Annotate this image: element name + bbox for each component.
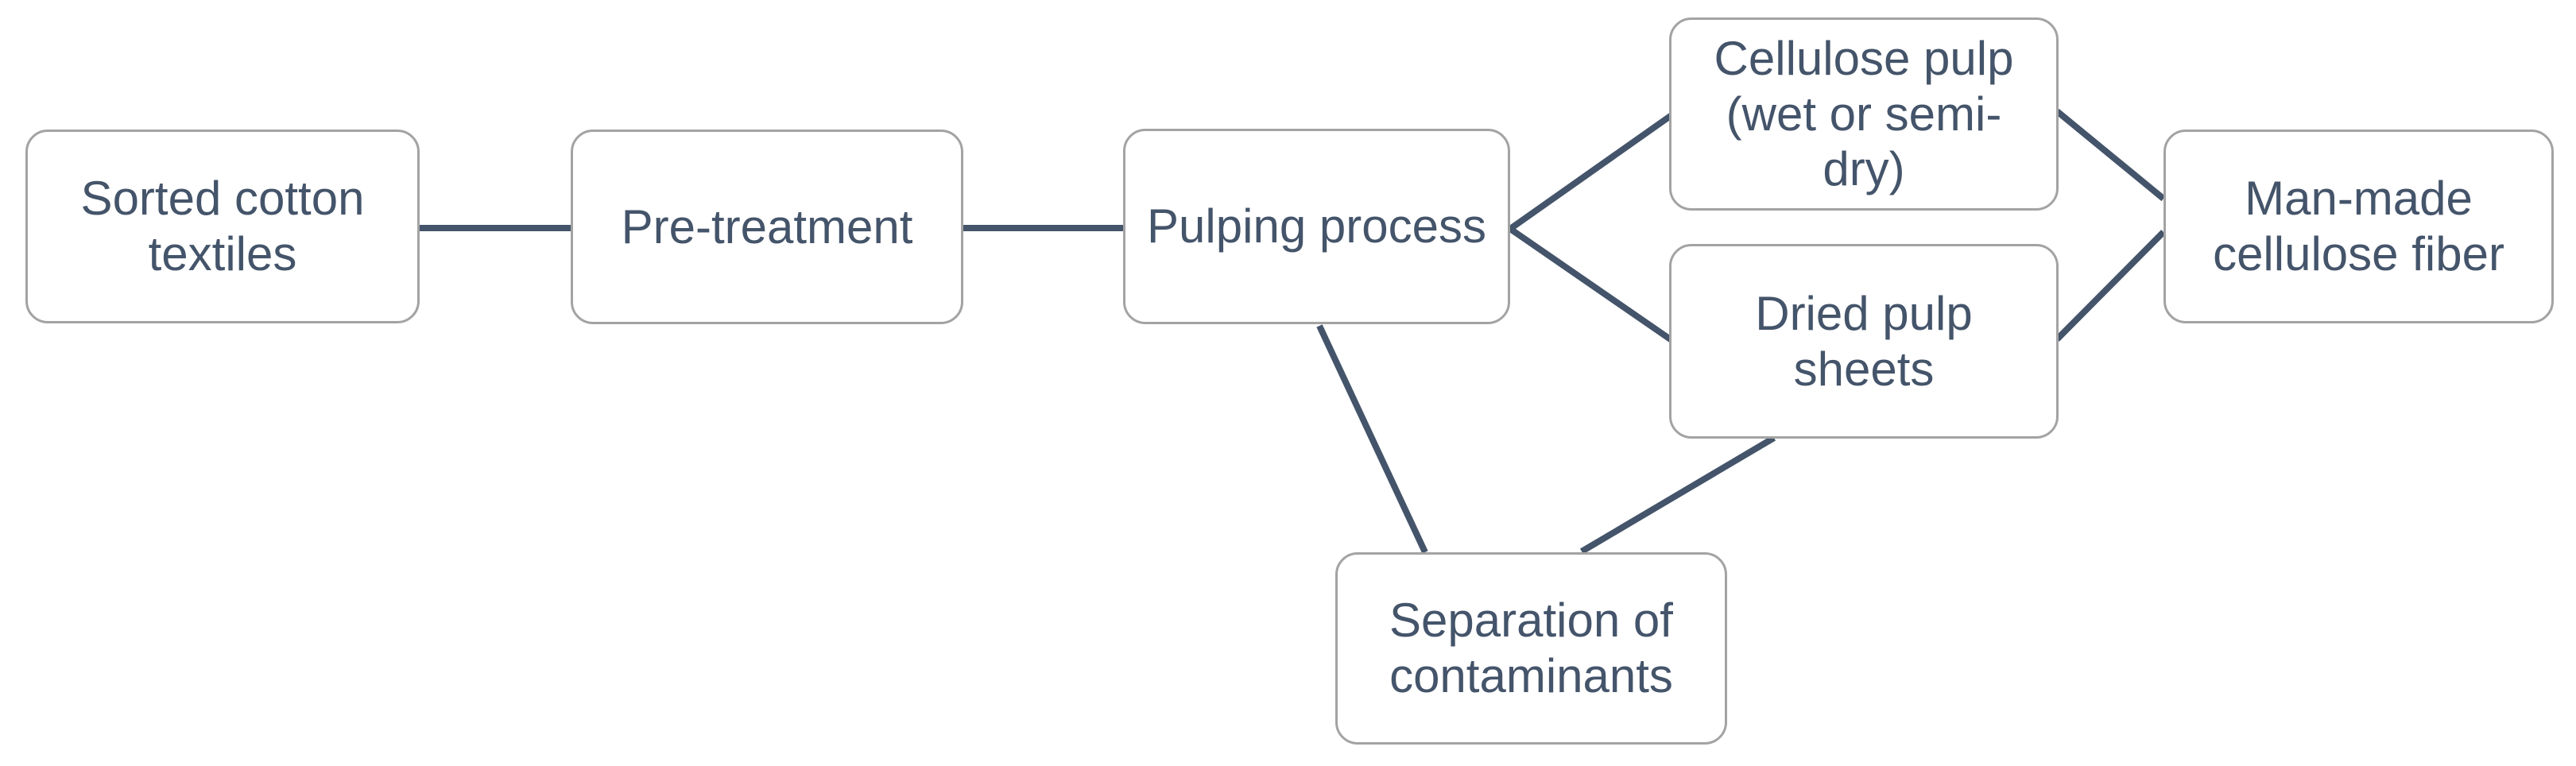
node-label: Separation of contaminants <box>1389 594 1673 702</box>
connector-cellulose-to-manmade <box>2055 108 2166 202</box>
node-label: Pre-treatment <box>621 199 913 253</box>
connector-dried-to-manmade <box>2055 230 2166 342</box>
node-sorted-cotton-textiles: Sorted cotton textiles <box>25 130 420 323</box>
node-label: Pulping process <box>1147 199 1486 253</box>
node-man-made-cellulose-fiber: Man-made cellulose fiber <box>2163 130 2554 323</box>
node-label: Man-made cellulose fiber <box>2213 172 2504 280</box>
node-dried-pulp-sheets: Dried pulp sheets <box>1669 244 2059 439</box>
connector-pulping-to-dried <box>1508 226 1674 343</box>
node-cellulose-pulp: Cellulose pulp (wet or semi-dry) <box>1669 17 2059 211</box>
node-separation-of-contaminants: Separation of contaminants <box>1335 552 1727 745</box>
node-label: Sorted cotton textiles <box>80 172 365 280</box>
node-pulping-process: Pulping process <box>1123 129 1510 324</box>
node-label: Dried pulp sheets <box>1755 286 1973 396</box>
connector-pulping-to-cellulose <box>1508 112 1674 232</box>
node-label: Cellulose pulp (wet or semi-dry) <box>1714 32 2014 196</box>
connector-separation-to-dried <box>1579 435 1776 555</box>
node-pre-treatment: Pre-treatment <box>571 130 963 324</box>
connector-pulping-to-separation <box>1316 324 1428 554</box>
